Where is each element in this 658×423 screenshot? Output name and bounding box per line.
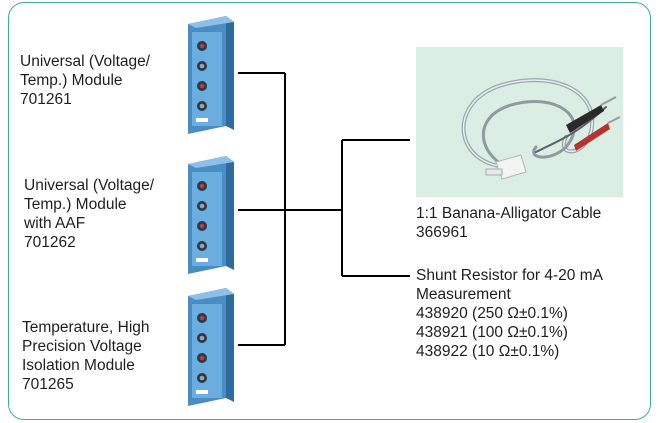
input-module-icon [178,154,238,276]
shunt-line-2: Measurement [416,286,511,303]
module-2-line-1: Universal (Voltage/ [24,177,155,194]
shunt-line-3: 438920 (250 Ω±0.1%) [416,305,568,322]
module-3-label: Temperature, High Precision Voltage Isol… [22,318,150,394]
shunt-line-5: 438922 (10 Ω±0.1%) [416,343,560,360]
module-1-line-3: 701261 [20,91,72,108]
module-2-label: Universal (Voltage/ Temp.) Module with A… [24,176,154,252]
input-module-icon [178,286,238,408]
cable-part-number: 366961 [416,224,468,241]
module-3-line-3: Isolation Module [22,357,135,374]
module-1-label: Universal (Voltage/ Temp.) Module 701261 [20,52,150,109]
module-2-line-3: with AAF [24,215,86,232]
cable-label: 1:1 Banana-Alligator Cable 366961 [416,204,601,242]
module-2-line-4: 701262 [24,234,76,251]
shunt-line-4: 438921 (100 Ω±0.1%) [416,324,568,341]
module-1-line-2: Temp.) Module [20,72,123,89]
module-2-line-2: Temp.) Module [24,196,127,213]
module-3-line-2: Precision Voltage [22,338,142,355]
module-3-line-4: 701265 [22,376,74,393]
cable-name: 1:1 Banana-Alligator Cable [416,205,602,222]
module-1-line-1: Universal (Voltage/ [20,53,151,70]
banana-alligator-cable-icon [416,47,623,197]
shunt-label: Shunt Resistor for 4-20 mA Measurement 4… [416,266,603,361]
module-3-line-1: Temperature, High [22,319,150,336]
input-module-icon [178,14,238,136]
shunt-line-1: Shunt Resistor for 4-20 mA [416,267,603,284]
